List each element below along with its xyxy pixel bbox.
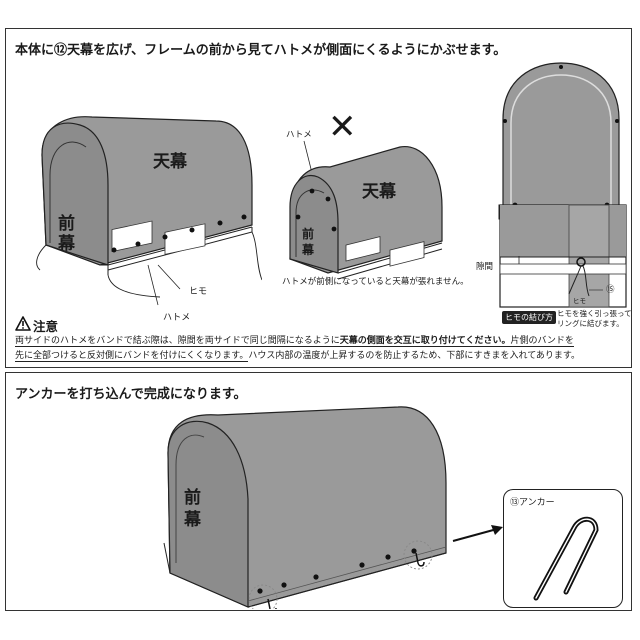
caution-line-1c: 片側のバンドを <box>510 336 573 347</box>
caution-title: 注意 <box>33 316 58 335</box>
anchor-detail-box: ⑬アンカー <box>503 489 623 608</box>
gap-label: 隙間 <box>476 260 493 272</box>
front-label-bottom: 幕 <box>58 229 75 254</box>
warning-icon <box>15 316 31 331</box>
complete-front-label-bottom: 幕 <box>184 505 201 530</box>
wrong-front-label-bottom: 幕 <box>302 241 314 258</box>
tent-wrong-illustration <box>282 137 472 287</box>
detail-himo-label: ヒモ <box>573 295 586 305</box>
step2-panel: アンカーを打ち込んで完成になります。 前 幕 ⑬アンカー <box>5 372 632 611</box>
wrong-roof-label: 天幕 <box>362 177 396 202</box>
tie-method-tag: ヒモの結び方 <box>502 311 556 324</box>
step2-heading: アンカーを打ち込んで完成になります。 <box>15 383 247 402</box>
ring-number-label: ⑮ <box>606 283 615 295</box>
caution-line-2a: 先に全部つけると反対側にバンドを付けにくくなります。 <box>15 351 248 362</box>
tent-complete-illustration <box>158 403 448 609</box>
step1-panel: 本体に⑫天幕を広げ、フレームの前から見てハトメが側面にくるようにかぶせます。 天… <box>5 28 632 368</box>
wrong-caption: ハトメが前側になっていると天幕が張れません。 <box>282 275 469 287</box>
tie-method-text-2: リングに結びます。 <box>557 318 624 329</box>
wrong-front-label-top: 前 <box>302 225 314 242</box>
caution-line-1b: 天幕の側面を交互に取り付けてください。 <box>340 336 511 347</box>
anchor-label: ⑬アンカー <box>510 495 555 508</box>
arrow-icon <box>451 523 505 545</box>
anchor-peg-icon <box>526 510 606 602</box>
hatome-label: ハトメ <box>163 310 190 323</box>
caution-line-1a: 両サイドのハトメをバンドで結ぶ際は、隙間を両サイドで同じ間隔になるように <box>15 336 340 347</box>
step1-heading: 本体に⑫天幕を広げ、フレームの前から見てハトメが側面にくるようにかぶせます。 <box>15 39 506 58</box>
caution-line-1: 両サイドのハトメをバンドで結ぶ際は、隙間を両サイドで同じ間隔になるように天幕の側… <box>15 334 627 348</box>
caution-line-2: 先に全部つけると反対側にバンドを付けにくくなります。ハウス内部の温度が上昇するの… <box>15 349 627 363</box>
roof-label: 天幕 <box>153 147 187 172</box>
caution-line-2b: ハウス内部の温度が上昇するのを防止するため、下部にすきまを入れてあります。 <box>248 351 580 361</box>
himo-label: ヒモ <box>189 284 207 297</box>
